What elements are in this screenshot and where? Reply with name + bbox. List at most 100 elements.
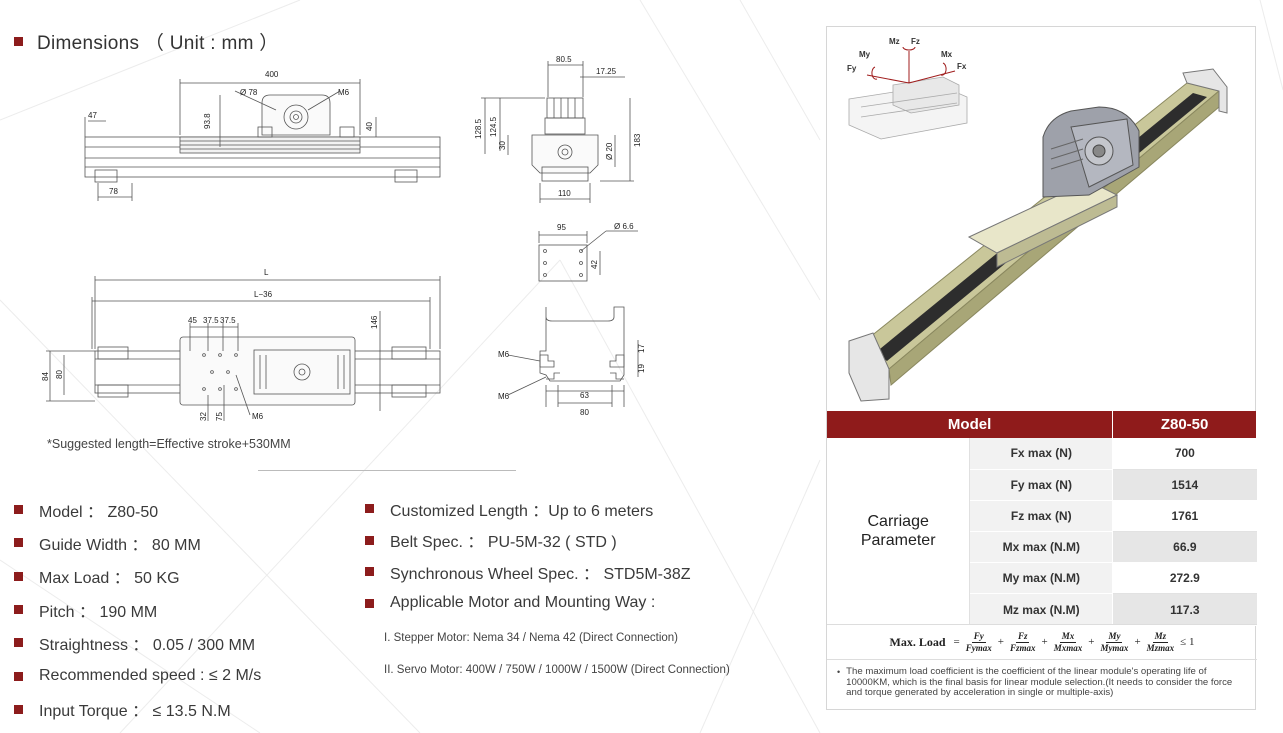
param-value: 66.9 [1112,531,1257,564]
bullet-square-icon [14,671,23,681]
dim-42: 42 [590,260,599,269]
param-value: 272.9 [1112,562,1257,595]
spec-item: Max Load ： 50 KG [14,560,261,593]
spec-item: Pitch ： 190 MM [14,593,261,626]
formula-plus: + [997,636,1004,648]
spec-item: Applicable Motor and Mounting Way : [365,588,691,620]
dim-124-5: 124.5 [489,116,498,137]
dim-17-25: 17.25 [596,67,617,76]
spec-item: Recommended speed : ≤ 2 M/s [14,659,261,692]
param-label: Mx max (N.M) [969,531,1114,564]
dim-30: 30 [498,141,507,150]
spec-list-left: Model ： Z80-50 Guide Width ： 80 MM Max L… [14,493,261,726]
servo-motor-note: II. Servo Motor: 400W / 750W / 1000W / 1… [384,664,730,676]
param-label: Fz max (N) [969,500,1114,533]
load-axes-inset [848,76,968,140]
dim-146: 146 [370,315,379,329]
dim-37-5a: 37.5 [203,316,219,325]
bullet-square-icon [365,504,374,514]
dim-m6-profile-a: M6 [498,350,510,359]
axis-fx-label: Fx [957,62,967,71]
spec-item: Belt Spec. ： PU-5M-32 ( STD ) [365,525,691,557]
table-row: Fy max (N) 1514 [827,469,1257,501]
dim-95: 95 [557,223,566,232]
table-row: My max (N.M) 272.9 [827,562,1257,595]
spec-item: Customized Length ：Up to 6 meters [365,493,691,525]
dim-40: 40 [365,122,374,131]
bullet-square-icon [14,638,23,648]
section-heading: Dimensions （ Unit : mm ） [14,28,279,55]
dim-80-profile: 80 [580,408,589,417]
section-divider [258,470,516,471]
dim-l-36: L−36 [254,290,273,299]
dim-phi78: Ø 78 [240,88,258,97]
formula-equals: = [953,636,960,648]
parameter-panel: Mz Fz My Mx Fy Fx Model Z80-50 [826,26,1257,710]
bullet-square-icon [14,37,23,46]
formula-plus: + [1041,636,1048,648]
bullet-square-icon [365,567,374,577]
suggested-length-note: *Suggested length=Effective stroke+530MM [47,437,291,451]
dim-84: 84 [41,372,50,381]
dim-19: 19 [637,364,646,373]
param-value: 700 [1112,438,1257,470]
param-label: Mz max (N.M) [969,593,1114,626]
axis-fy-label: Fy [847,64,857,73]
dim-78: 78 [109,187,118,196]
bullet-square-icon [365,598,374,608]
dim-17: 17 [637,344,646,353]
dim-80-bottom: 80 [55,370,64,379]
dim-phi6-6: Ø 6.6 [614,222,634,231]
formula-lead: Max. Load [889,634,946,649]
bullet-square-icon [14,538,23,548]
table-row: Fz max (N) 1761 [827,500,1257,533]
table-row: Mx max (N.M) 66.9 [827,531,1257,564]
table-header-value: Z80-50 [1112,411,1257,438]
formula-plus: + [1134,636,1141,648]
dim-l: L [264,268,269,277]
param-value: 1761 [1112,500,1257,533]
dim-m6: M6 [338,88,350,97]
dim-63: 63 [580,391,589,400]
dim-183: 183 [633,133,642,147]
spec-item: Guide Width ： 80 MM [14,526,261,559]
param-label: Fx max (N) [969,438,1114,470]
table-header-model: Model [827,411,1114,438]
stepper-motor-note: I. Stepper Motor: Nema 34 / Nema 42 (Dir… [384,632,679,644]
formula-plus: + [1088,636,1095,648]
note-bullet-icon: • [837,667,841,677]
dim-75: 75 [215,412,224,421]
dim-32: 32 [199,412,208,421]
dim-phi20: Ø 20 [605,142,614,160]
load-coefficient-note: • The maximum load coefficient is the co… [837,666,1249,699]
dimensions-title: Dimensions （ Unit : mm ） [37,33,279,54]
axis-my-label: My [859,50,871,59]
dim-80-5: 80.5 [556,55,572,64]
dim-45: 45 [188,316,197,325]
formula-tail: ≤ 1 [1180,636,1195,648]
spec-item: Straightness ： 0.05 / 300 MM [14,626,261,659]
param-value: 117.3 [1112,593,1257,626]
note-text: The maximum load coefficient is the coef… [846,666,1233,698]
dim-m6-profile-b: M6 [498,392,510,401]
dim-37-5b: 37.5 [220,316,236,325]
spec-item: Synchronous Wheel Spec. ： STD5M-38Z [365,556,691,588]
bullet-square-icon [14,605,23,615]
param-value: 1514 [1112,469,1257,501]
axis-fz-label: Fz [911,37,920,46]
bullet-square-icon [14,571,23,581]
dim-400: 400 [265,70,279,79]
spec-item: Input Torque ： ≤ 13.5 N.M [14,693,261,726]
dim-128-5: 128.5 [474,118,483,139]
linear-module-drawing [848,68,1228,402]
table-row: Mz max (N.M) 117.3 [827,593,1257,626]
